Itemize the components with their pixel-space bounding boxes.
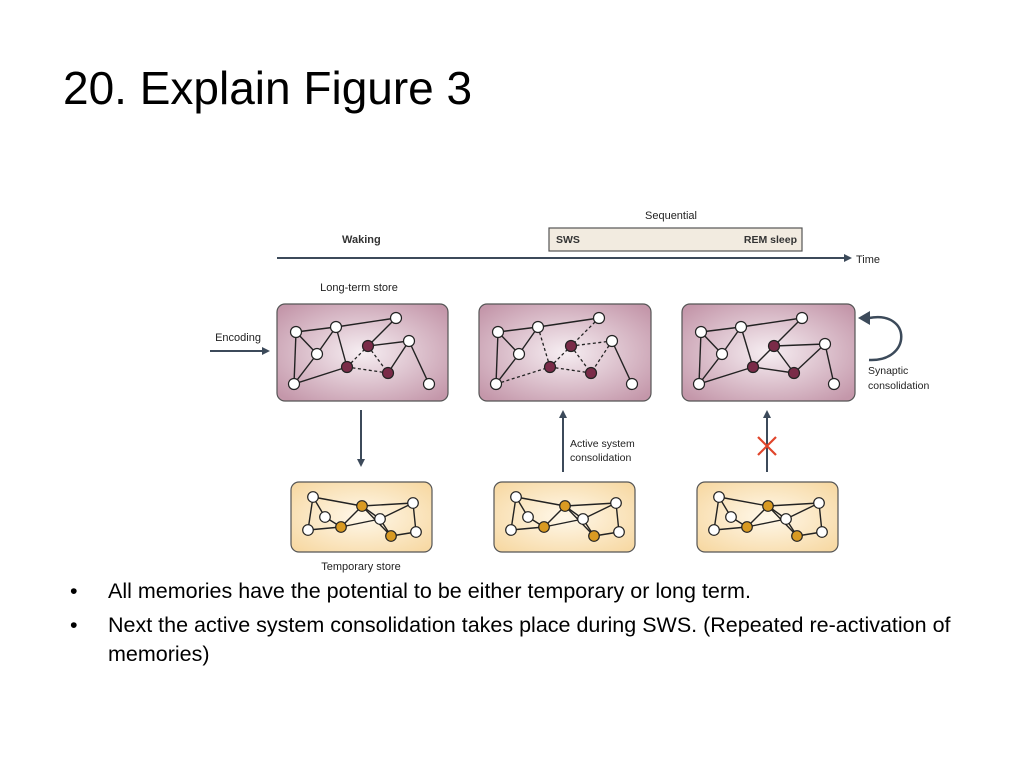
synaptic-loop-arrowhead [858,311,870,325]
rem-sleep-label: REM sleep [744,234,797,246]
long-term-store-box-1 [276,303,449,402]
temporary-network-2 [505,491,625,542]
bullet-marker: • [70,613,78,638]
sws-label: SWS [556,234,580,246]
waking-label: Waking [342,234,381,246]
long-term-network-3 [692,311,841,391]
active-system-label-line2: consolidation [570,452,631,464]
bullet-text: All memories have the potential to be ei… [108,579,751,603]
figure-svg: Sequential SWS REM sleep Waking Time Lon… [210,210,929,573]
long-term-store-box-2 [478,303,652,402]
blocked-cross-icon [757,436,777,456]
bullet-item: • All memories have the potential to be … [62,577,962,606]
synaptic-label-line1: Synaptic [868,365,908,377]
bullet-item: • Next the active system consolidation t… [62,611,962,669]
temporary-network-1 [302,491,422,542]
time-label: Time [856,254,880,266]
sequential-label: Sequential [645,210,697,222]
long-term-network-2 [489,311,639,391]
synaptic-label-line2: consolidation [868,380,929,392]
synaptic-loop-arrow [868,315,903,362]
encoding-label: Encoding [215,332,261,344]
bullet-text: Next the active system consolidation tak… [108,613,951,667]
long-term-store-box-3 [681,303,856,402]
bullet-list: • All memories have the potential to be … [62,577,962,674]
slide-title: 20. Explain Figure 3 [63,62,473,114]
sleep-bar [548,227,803,252]
active-system-label-line1: Active system [570,438,635,450]
long-term-store-label: Long-term store [320,282,398,294]
temporary-store-label: Temporary store [321,561,400,573]
memory-consolidation-figure: Sequential SWS REM sleep Waking Time Lon… [200,200,960,580]
bullet-marker: • [70,579,78,603]
temporary-network-3 [708,491,828,542]
long-term-network-1 [287,311,436,391]
